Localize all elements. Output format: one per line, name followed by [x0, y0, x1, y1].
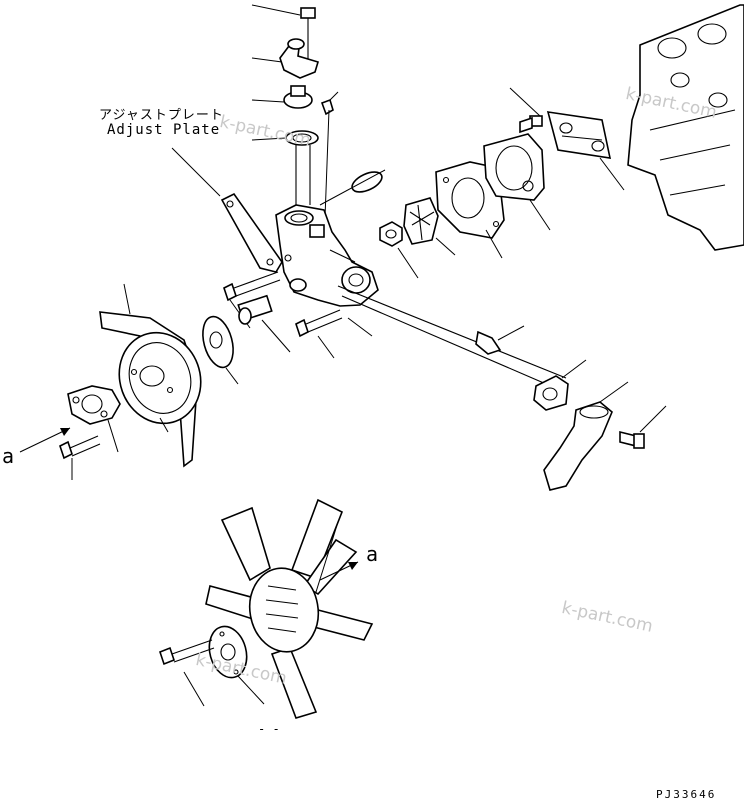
water-inlet-gasket — [546, 111, 625, 191]
adjust-plate-callout-en: Adjust Plate — [107, 122, 221, 138]
fan-pulley-spacer — [202, 315, 239, 385]
impeller — [403, 197, 456, 256]
fan-bolt — [159, 639, 215, 707]
o-ring — [319, 169, 386, 206]
water-elbow — [543, 381, 629, 491]
water-pump-body — [275, 204, 379, 307]
thermostat-bolt — [251, 4, 316, 60]
cooling-fan — [205, 498, 374, 719]
view-marker-right: a — [366, 542, 379, 566]
hub-bolt — [59, 435, 101, 480]
fan-hub — [67, 385, 121, 453]
view-arrow-right — [319, 561, 359, 581]
pump-bolt-upper — [509, 87, 543, 134]
bypass-pipe — [337, 285, 567, 391]
thermostat — [251, 85, 313, 109]
thermostat-cover — [251, 38, 319, 79]
fan-spacer — [208, 625, 265, 705]
view-marker-left: a — [2, 444, 15, 468]
thermostat-seal — [251, 130, 319, 205]
hose-clamp — [475, 325, 525, 355]
blank-reference: - - — [258, 722, 280, 736]
impeller-nut — [379, 221, 419, 279]
adjust-plate-callout-jp: アジャストプレート — [99, 108, 224, 123]
view-arrow-left — [19, 427, 71, 453]
elbow-bolt — [619, 405, 667, 449]
spacer — [237, 294, 291, 353]
adjust-plate — [171, 147, 283, 273]
figure-code: PJ33646 — [656, 788, 717, 801]
lower-bolt — [295, 309, 373, 359]
pump-gasket — [483, 133, 551, 231]
elbow-gasket — [533, 359, 587, 411]
crank-pulley — [118, 331, 202, 433]
engine-block — [627, 4, 744, 251]
